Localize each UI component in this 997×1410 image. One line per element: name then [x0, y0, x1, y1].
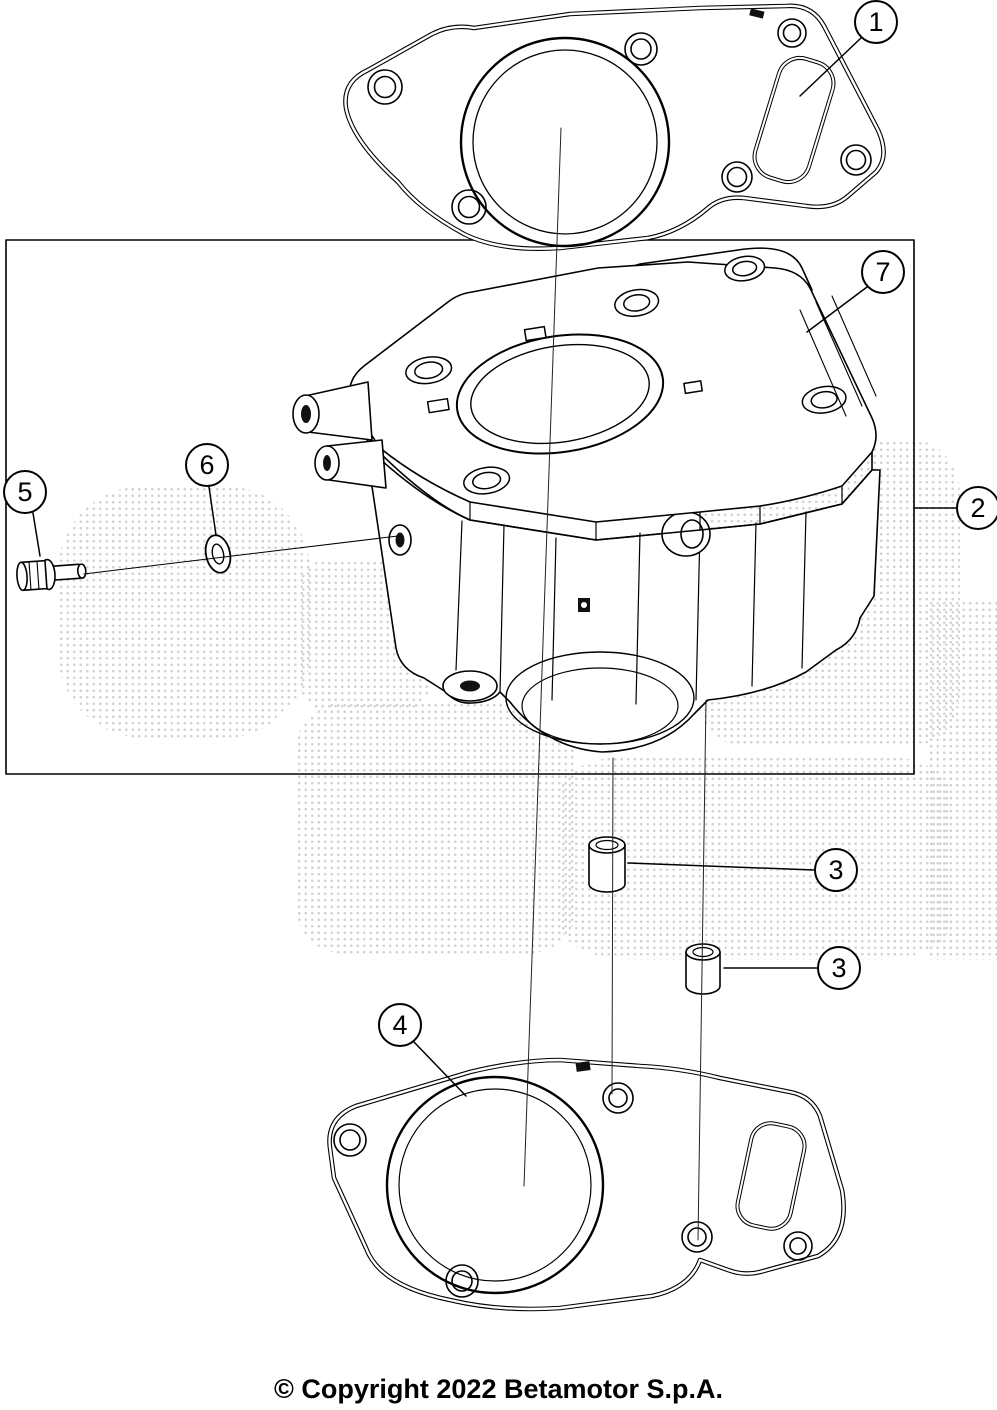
callout-7: 7	[861, 250, 905, 294]
dowel-pin-lower	[685, 943, 721, 995]
callout-3-lower: 3	[817, 946, 861, 990]
callout-3-upper: 3	[814, 848, 858, 892]
cylinder-stub-pipes	[292, 381, 387, 489]
dowel-pin-upper	[588, 836, 626, 893]
copyright-text: © Copyright 2022 Betamotor S.p.A.	[274, 1374, 723, 1404]
parts-frame-box	[5, 239, 915, 775]
centerlines	[523, 127, 707, 1241]
head-gasket	[345, 6, 883, 249]
leader-lines	[32, 37, 959, 1097]
bolt-axis-line	[83, 535, 399, 575]
callout-2: 2	[956, 486, 997, 530]
cylinder-flange	[348, 261, 877, 523]
sealing-washer	[204, 534, 232, 574]
callout-1: 1	[854, 0, 898, 44]
callout-6: 6	[185, 443, 229, 487]
callout-5: 5	[3, 470, 47, 514]
base-gasket	[330, 1060, 844, 1309]
cylinder	[292, 247, 881, 753]
callout-4: 4	[378, 1003, 422, 1047]
watermark-dots	[928, 600, 997, 960]
flange-bolt	[16, 558, 87, 592]
watermark-dots	[58, 486, 310, 738]
watermark-dots	[296, 702, 576, 954]
